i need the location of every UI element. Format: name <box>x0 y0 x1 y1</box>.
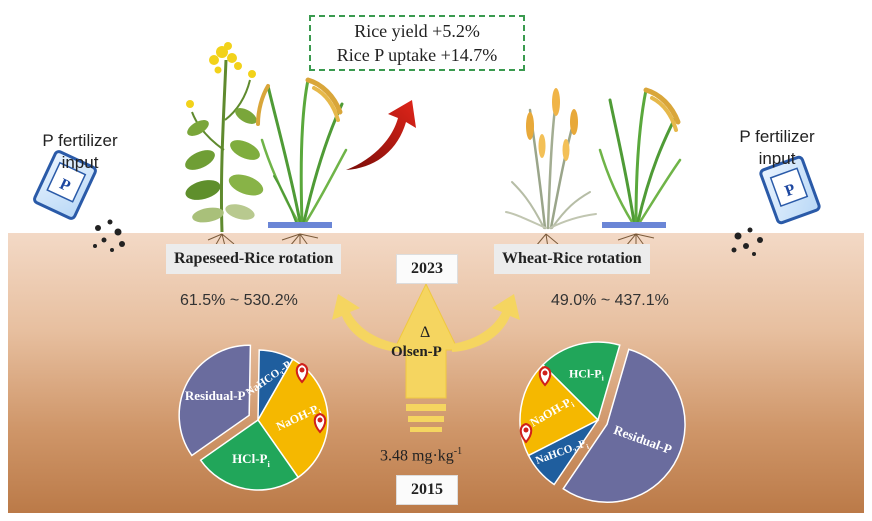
rotation-label-rapeseed-rice: Rapeseed-Rice rotation <box>166 244 342 274</box>
rice-plant-icon-right <box>598 87 682 224</box>
fertilizer-label-right-line2: input <box>758 149 796 168</box>
pie-slice-hcl-pi <box>199 418 300 491</box>
location-marker-icon-3 <box>538 365 552 387</box>
yield-annotation-box: Rice yield +5.2% Rice P uptake +14.7% <box>309 15 525 71</box>
baseline-value: 3.48 mg·kg-1 <box>380 446 462 465</box>
fertilizer-bag-icon-left: P <box>33 150 97 220</box>
fertilizer-bag-icon-right: P <box>759 155 821 225</box>
pie-slice-naoh-pi <box>519 363 600 457</box>
location-marker-icon-1 <box>295 362 309 384</box>
fertilizer-label-left-line2: input <box>61 153 99 172</box>
pie-slice-residual-p <box>178 344 252 457</box>
pie-slice-label: Residual-P <box>185 388 246 403</box>
fertilizer-granules-right <box>731 227 763 256</box>
rice-yield-text: Rice yield +5.2% <box>354 21 480 41</box>
year-label-2023: 2023 <box>396 254 458 284</box>
rice-p-uptake-text: Rice P uptake +14.7% <box>336 45 498 65</box>
fertilizer-granules-left <box>93 219 125 252</box>
root-system-left <box>207 233 319 251</box>
rice-paddy-marker-right <box>602 222 666 228</box>
wheat-plant-icon <box>505 88 597 230</box>
range-rapeseed-rice: 61.5% ~ 530.2% <box>180 292 298 309</box>
fertilizer-label-left-line1: P fertilizer <box>42 131 118 150</box>
rotation-label-wheat-rice: Wheat-Rice rotation <box>494 244 650 274</box>
pie-slice-residual-p <box>562 348 686 503</box>
curved-arrow-icon-right <box>452 294 520 352</box>
rice-paddy-marker-left <box>268 222 332 228</box>
location-marker-icon-2 <box>313 412 327 434</box>
rapeseed-plant-icon <box>185 42 264 233</box>
fertilizer-label-right: P fertilizer input <box>727 126 827 170</box>
location-marker-icon-4 <box>519 422 533 444</box>
baseline-value-main: 3.48 mg·kg <box>380 447 454 465</box>
increase-arrow-icon <box>346 100 416 170</box>
year-label-2015: 2015 <box>396 475 458 505</box>
pie-slice-hcl-pi <box>541 341 621 422</box>
baseline-value-exp: -1 <box>453 446 463 457</box>
olsen-p-label: Olsen-P <box>391 344 442 360</box>
fertilizer-label-right-line1: P fertilizer <box>739 127 815 146</box>
range-wheat-rice: 49.0% ~ 437.1% <box>551 292 669 309</box>
curved-arrow-icon-left <box>332 294 400 352</box>
rice-plant-icon-left <box>256 77 348 224</box>
fertilizer-label-left: P fertilizer input <box>30 130 130 174</box>
delta-symbol: Δ <box>420 324 431 341</box>
pie-slice-label: HCl-Pi <box>232 451 270 469</box>
pie-slice-label: HCl-Pi <box>569 366 605 383</box>
